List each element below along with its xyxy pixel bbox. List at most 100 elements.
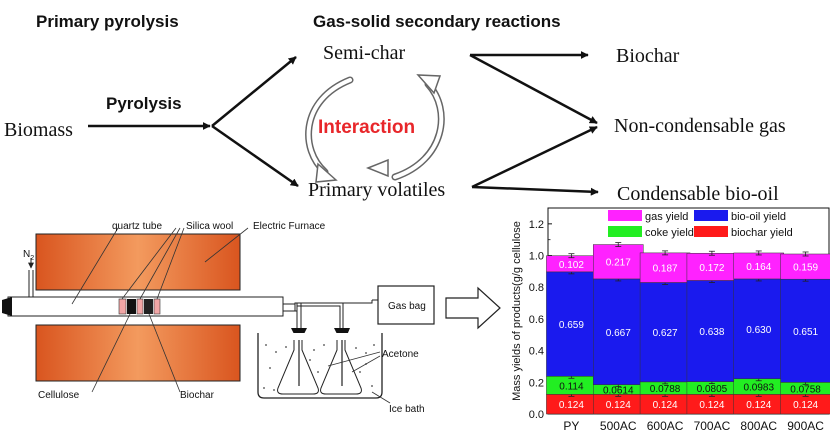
- furnace-upper-block: [35, 233, 241, 291]
- data-label: 0.124: [746, 400, 771, 411]
- leader-biochar: [148, 313, 181, 393]
- leader-acetone-1: [327, 351, 381, 367]
- label-pyrolysis: Pyrolysis: [106, 94, 182, 113]
- x-tick-label: 800AC: [740, 419, 777, 433]
- y-tick-label: 0.2: [529, 377, 544, 389]
- data-label: 0.124: [699, 400, 724, 411]
- leader-silica-2: [139, 227, 181, 300]
- condenser-flask-1: [277, 340, 319, 395]
- bar-bio-oil-yield-900AC: [780, 278, 830, 383]
- legend-swatch-bio-oil-yield: [694, 210, 728, 221]
- label-biomass: Biomass: [4, 119, 73, 141]
- gas-bag: [377, 285, 435, 325]
- data-label: 0.667: [606, 328, 631, 339]
- data-label: 0.102: [559, 260, 584, 271]
- x-tick-label: 500AC: [600, 419, 637, 433]
- leader-ice-bath: [371, 391, 391, 404]
- legend-label: bio-oil yield: [731, 211, 786, 223]
- data-label: 0.217: [606, 258, 631, 269]
- label-n2: N2: [23, 249, 34, 262]
- data-label: 0.187: [653, 264, 678, 275]
- chart-ylabel: Mass yields of products(g/g cellulose: [511, 221, 523, 401]
- yield-chart: Mass yields of products(g/g cellulose 0.…: [511, 207, 830, 433]
- arrow-volatiles-to-gas: [471, 125, 598, 189]
- data-label: 0.164: [746, 262, 771, 273]
- y-tick-label: 1.0: [529, 251, 544, 263]
- chart-legend: gas yield bio-oil yield coke yield biochar …: [608, 210, 793, 239]
- leader-quartz-tube: [71, 227, 119, 305]
- legend-label: coke yield: [645, 227, 694, 239]
- y-tick-label: 0.4: [529, 346, 544, 358]
- data-label: 0.0614: [603, 385, 634, 396]
- data-label: 0.0805: [697, 384, 728, 395]
- label-non-condensable-gas: Non-condensable gas: [614, 115, 786, 137]
- bar-bio-oil-yield-600AC: [639, 282, 691, 383]
- y-tick-label: 1.2: [529, 219, 544, 231]
- label-semi-char: Semi-char: [323, 42, 406, 64]
- y-tick-label: 0.6: [529, 314, 544, 326]
- bar-bio-oil-yield-PY: [546, 271, 597, 377]
- data-label: 0.124: [793, 400, 818, 411]
- legend-swatch-biochar-yield: [694, 226, 728, 237]
- data-label: 0.124: [653, 400, 678, 411]
- leader-acetone-2: [351, 355, 381, 373]
- data-label: 0.627: [653, 328, 678, 339]
- data-label: 0.0983: [743, 383, 774, 394]
- arrow-to-bio-oil: [471, 185, 599, 196]
- legend-label: biochar yield: [731, 227, 793, 239]
- leader-furnace: [204, 227, 249, 263]
- tube-outlet-stub: [282, 303, 296, 312]
- flow-diagram: Primary pyrolysis Gas-solid secondary re…: [4, 12, 786, 205]
- silica-wool-plug-1: [118, 298, 127, 315]
- to-results-arrow: [445, 286, 501, 330]
- label-quartz-tube: quartz tube: [112, 221, 162, 232]
- ice-bath-dots: [263, 344, 375, 391]
- heading-secondary-reactions: Gas-solid secondary reactions: [313, 12, 561, 31]
- legend-swatch-coke-yield: [608, 226, 642, 237]
- label-gas-bag: Gas bag: [388, 301, 426, 312]
- biochar-bed: [144, 299, 153, 314]
- label-ice-bath: Ice bath: [389, 404, 425, 415]
- label-interaction: Interaction: [318, 117, 415, 138]
- data-label: 0.124: [559, 400, 584, 411]
- label-biochar-sample: Biochar: [180, 390, 215, 401]
- silica-wool-plug-2: [136, 298, 144, 315]
- apparatus-diagram: N2 quartz tube Silica wool Electric Furn…: [2, 221, 501, 415]
- y-tick-label: 0.0: [529, 409, 544, 421]
- legend-swatch-gas-yield: [608, 210, 642, 221]
- chart-bars: [546, 242, 830, 415]
- chart-data-labels: 0.1240.1140.6590.1020.1240.06140.6670.21…: [559, 258, 821, 411]
- label-electric-furnace: Electric Furnace: [253, 221, 326, 232]
- leader-silica-3: [156, 227, 185, 300]
- furnace-lower-block: [35, 324, 241, 382]
- data-label: 0.124: [606, 400, 631, 411]
- tube-inlet-cap: [2, 297, 12, 316]
- x-tick-label: 900AC: [787, 419, 824, 433]
- bar-gas-yield-900AC: [780, 253, 830, 280]
- label-condensable-bio-oil: Condensable bio-oil: [617, 183, 779, 205]
- label-cellulose: Cellulose: [38, 390, 80, 401]
- heading-primary-pyrolysis: Primary pyrolysis: [36, 12, 179, 31]
- interaction-cycle-icon: [305, 74, 445, 183]
- label-biochar-product: Biochar: [616, 45, 680, 67]
- data-label: 0.114: [559, 381, 584, 392]
- data-label: 0.651: [793, 327, 818, 338]
- data-label: 0.159: [793, 263, 818, 274]
- x-tick-label: 700AC: [694, 419, 731, 433]
- leader-cellulose: [91, 313, 131, 393]
- data-label: 0.0758: [790, 384, 821, 395]
- data-label: 0.638: [699, 327, 724, 338]
- label-primary-volatiles: Primary volatiles: [308, 179, 445, 201]
- x-tick-label: PY: [563, 419, 579, 433]
- condenser-flask-2: [320, 340, 362, 395]
- data-label: 0.172: [699, 263, 724, 274]
- y-tick-label: 0.8: [529, 282, 544, 294]
- bar-bio-oil-yield-500AC: [593, 278, 644, 385]
- data-label: 0.630: [746, 325, 771, 336]
- arrow-semichar-to-gas: [469, 53, 598, 125]
- leader-silica-1: [121, 227, 177, 300]
- silica-wool-plug-3: [153, 298, 161, 315]
- legend-label: gas yield: [645, 211, 688, 223]
